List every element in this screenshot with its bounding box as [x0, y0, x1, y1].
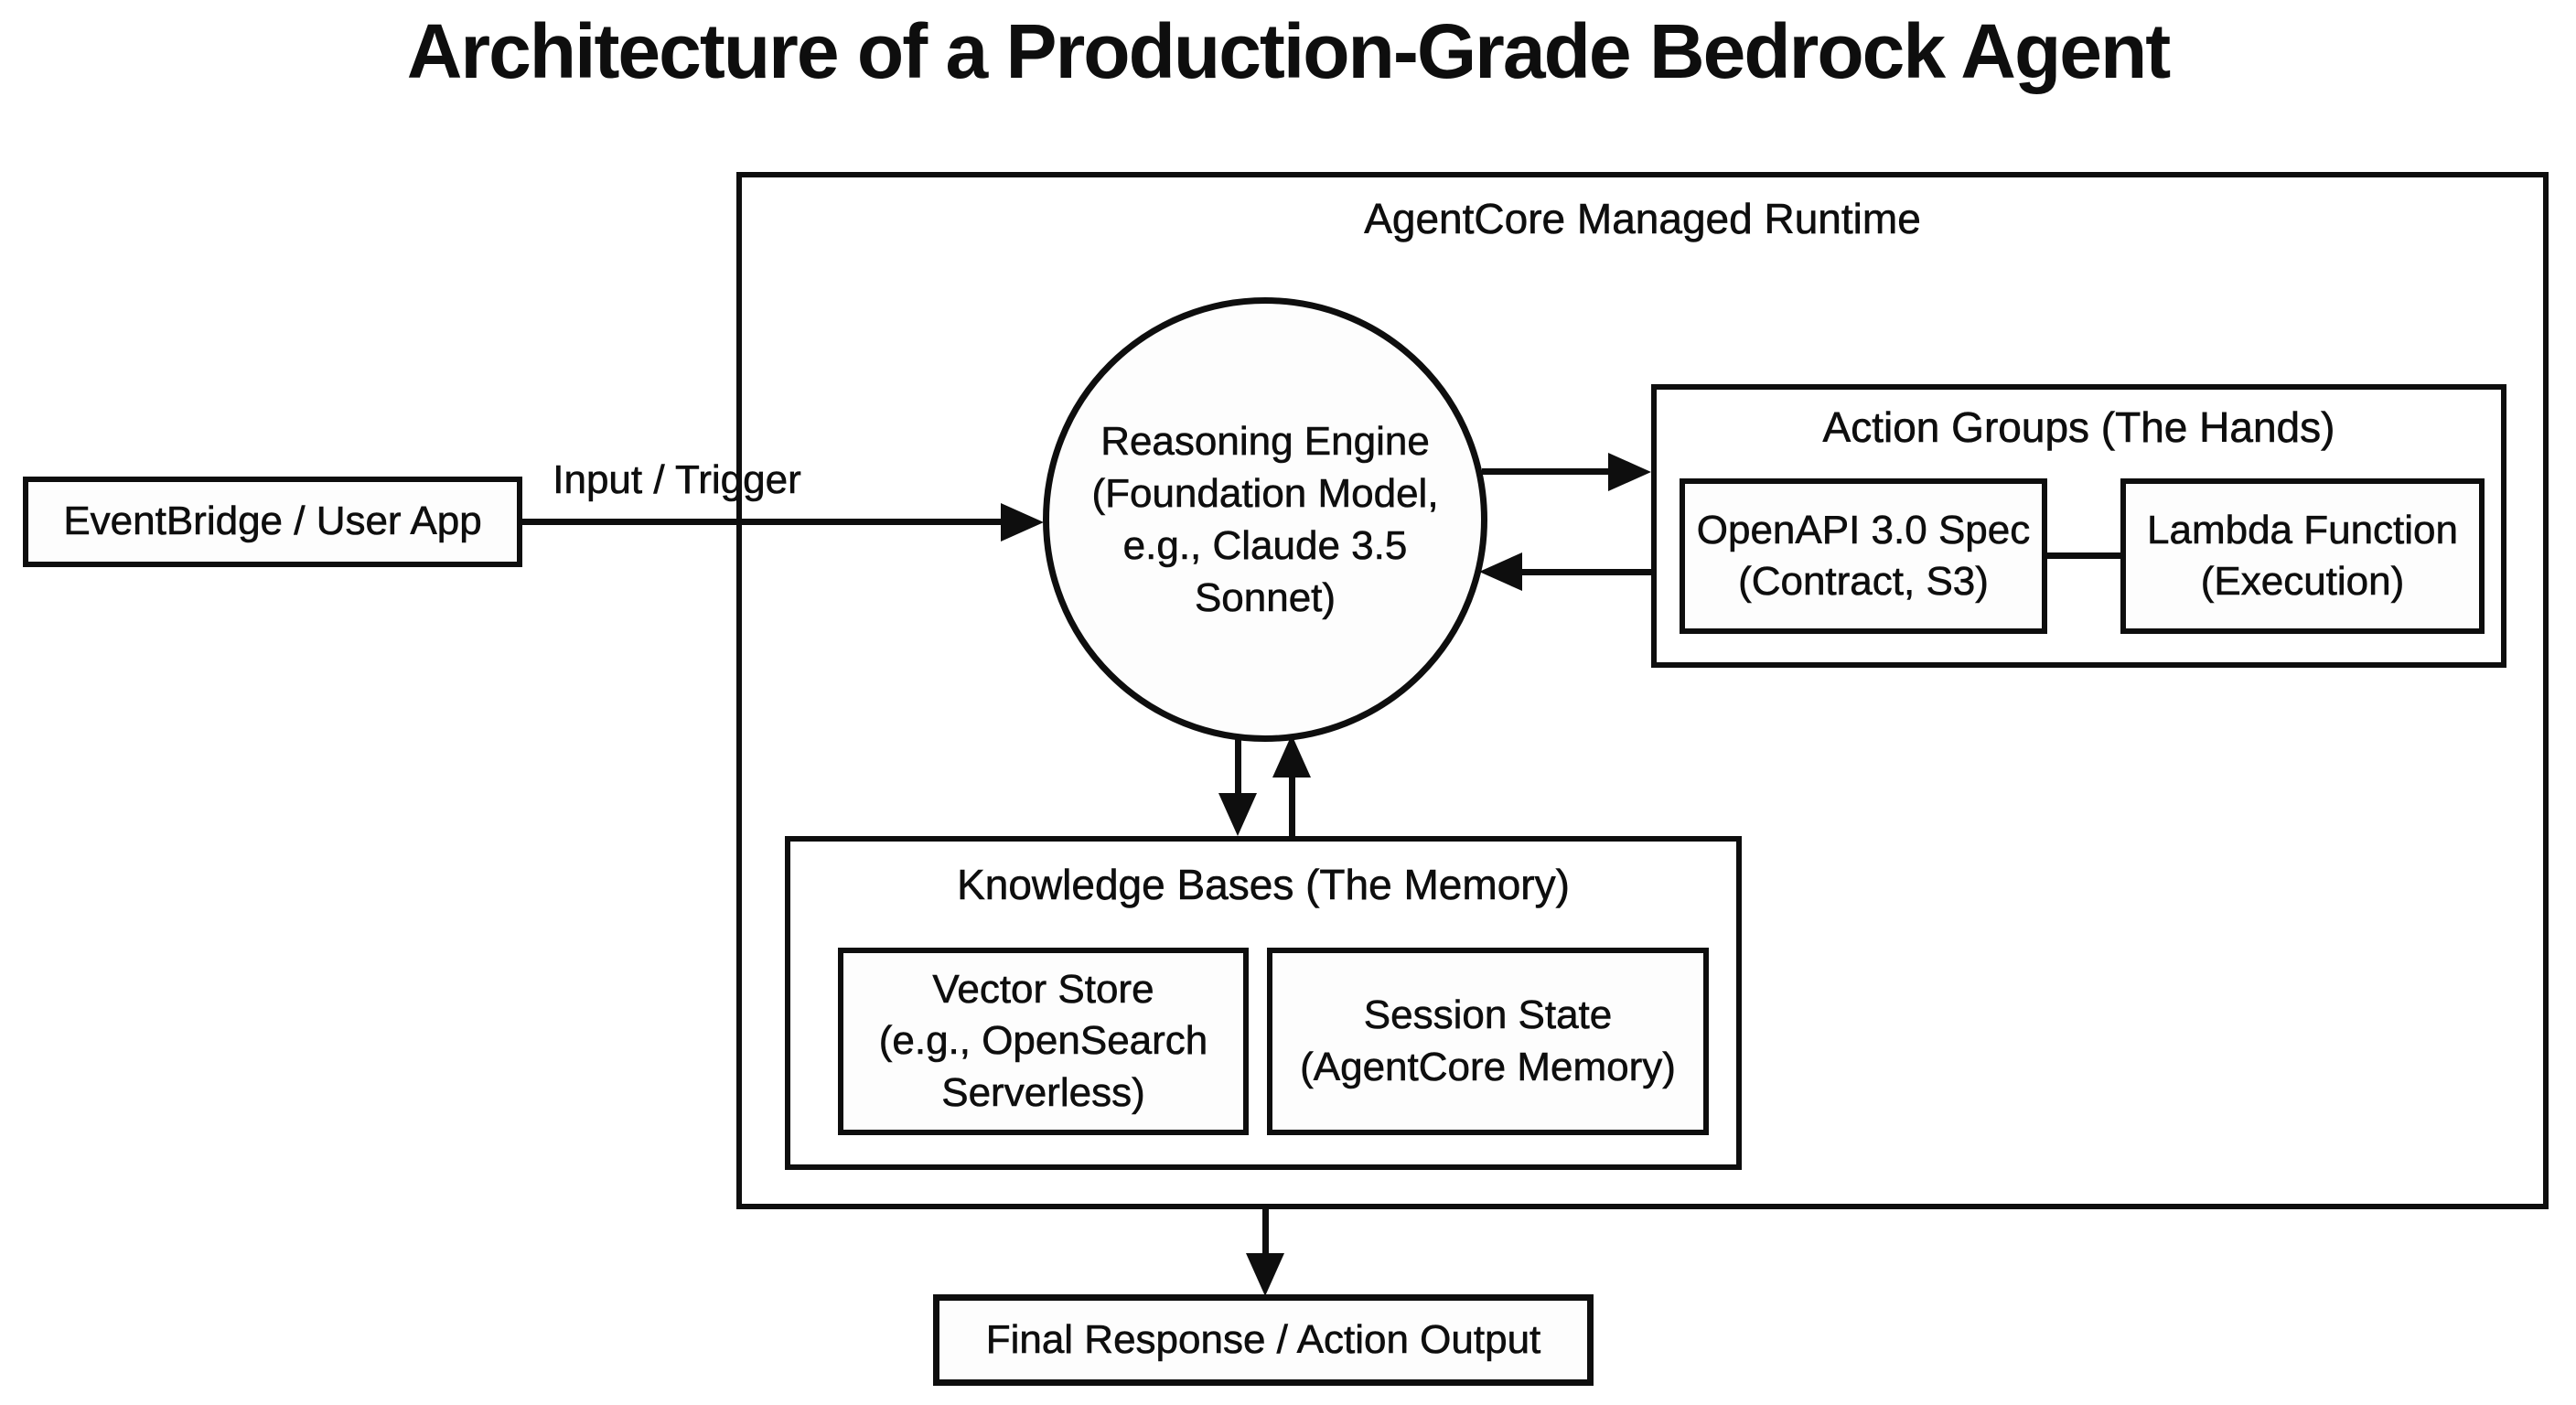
session-state-box: Session State (AgentCore Memory)	[1267, 948, 1709, 1135]
to-knowledge-bases-arrow-line	[1235, 737, 1241, 797]
from-action-groups-arrowhead-icon	[1479, 552, 1522, 591]
vector-store-text: Vector Store (e.g., OpenSearch Serverles…	[878, 967, 1208, 1115]
openapi-spec-box: OpenAPI 3.0 Spec (Contract, S3)	[1680, 478, 2047, 634]
agentcore-runtime-label: AgentCore Managed Runtime	[1364, 195, 1921, 243]
reasoning-engine-circle: Reasoning Engine (Foundation Model, e.g.…	[1043, 297, 1487, 742]
page-title: Architecture of a Production-Grade Bedro…	[406, 8, 2172, 94]
lambda-function-box: Lambda Function (Execution)	[2120, 478, 2485, 634]
reasoning-engine-text: Reasoning Engine (Foundation Model, e.g.…	[1091, 418, 1439, 621]
eventbridge-label: EventBridge / User App	[63, 499, 482, 544]
from-knowledge-bases-arrowhead-icon	[1272, 735, 1311, 778]
openapi-spec-text: OpenAPI 3.0 Spec (Contract, S3)	[1696, 507, 2031, 604]
action-groups-box	[1651, 384, 2506, 668]
to-action-groups-arrow-line	[1482, 468, 1610, 475]
openapi-lambda-connector-line	[2047, 552, 2120, 559]
agentcore-runtime-box	[736, 172, 2549, 1209]
final-output-arrowhead-icon	[1246, 1253, 1284, 1296]
lambda-function-text: Lambda Function (Execution)	[2147, 507, 2459, 604]
input-trigger-arrow-line	[522, 519, 1003, 525]
final-output-box: Final Response / Action Output	[933, 1294, 1594, 1386]
to-action-groups-arrowhead-icon	[1608, 453, 1651, 491]
to-knowledge-bases-arrowhead-icon	[1218, 793, 1257, 836]
final-output-arrow-line	[1262, 1209, 1269, 1257]
session-state-text: Session State (AgentCore Memory)	[1300, 992, 1676, 1089]
input-trigger-arrowhead-icon	[1001, 503, 1044, 542]
from-action-groups-arrow-line	[1521, 569, 1651, 575]
from-knowledge-bases-arrow-line	[1289, 777, 1295, 836]
final-output-label: Final Response / Action Output	[985, 1316, 1541, 1363]
action-groups-label: Action Groups (The Hands)	[1822, 403, 2335, 452]
eventbridge-box: EventBridge / User App	[23, 477, 522, 567]
vector-store-box: Vector Store (e.g., OpenSearch Serverles…	[838, 948, 1249, 1135]
input-trigger-label: Input / Trigger	[553, 457, 801, 503]
knowledge-bases-label: Knowledge Bases (The Memory)	[957, 861, 1570, 909]
knowledge-bases-box	[785, 836, 1742, 1170]
